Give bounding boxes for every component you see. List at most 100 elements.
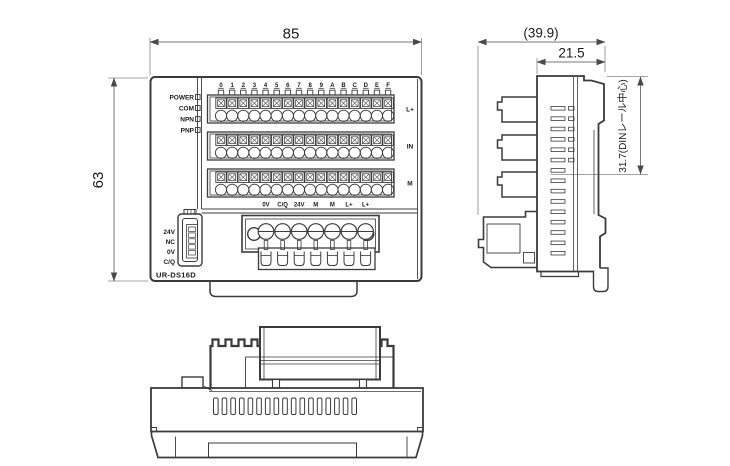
push-in-contact — [215, 134, 227, 146]
vent-slot — [550, 106, 566, 111]
push-in-contact — [226, 134, 238, 146]
push-in-contact — [226, 171, 238, 183]
dimension-din-center: 31.7(DINレール中心) — [551, 76, 648, 175]
push-in-contact — [349, 97, 361, 109]
vent-slot — [308, 397, 314, 415]
channel-label: 4 — [264, 83, 268, 89]
vent-slot — [342, 397, 349, 415]
pnp-led — [195, 127, 201, 133]
wire-clamp — [310, 251, 322, 266]
side-terminal-3 — [496, 171, 537, 198]
connector-pin — [188, 244, 196, 250]
push-in-contact — [226, 97, 238, 109]
power-terminal-label: 0V — [262, 203, 269, 209]
channel-label: 3 — [253, 83, 257, 89]
side-terminal-2 — [496, 134, 537, 161]
push-in-contact — [326, 171, 339, 183]
status-label-pnp: PNP — [181, 128, 195, 135]
vent-slot — [238, 397, 245, 415]
side-view: 31.7(DINレール中心) — [477, 75, 648, 293]
vent-slot — [550, 188, 566, 194]
terminal-hole — [382, 146, 395, 159]
vent-slot — [550, 137, 566, 142]
vent-slot — [316, 397, 323, 415]
push-in-contact — [304, 134, 316, 146]
wire-clamp — [343, 251, 355, 266]
vent-slot — [325, 397, 332, 415]
side-vent-slots — [550, 106, 575, 256]
vent-slot — [256, 397, 262, 415]
power-terminal-label: 24V — [294, 203, 305, 209]
vent-slot — [550, 126, 566, 132]
vent-slot — [550, 178, 566, 183]
push-in-contact — [326, 134, 339, 146]
push-in-contact — [237, 134, 249, 146]
push-in-contact — [371, 171, 383, 183]
power-terminal-label: M — [330, 203, 335, 209]
push-in-contact — [259, 97, 272, 109]
channel-label: D — [364, 83, 369, 89]
pin-label-0v: 0V — [167, 249, 176, 256]
io-connector — [177, 209, 203, 267]
power-terminal-label: L+ — [345, 203, 353, 209]
vent-slot — [334, 397, 340, 415]
push-in-contact — [215, 171, 227, 183]
push-in-contact — [304, 97, 316, 109]
side-housing-outline — [536, 75, 607, 273]
push-in-contact — [282, 134, 294, 146]
vent-slot — [247, 397, 254, 415]
pin-label-24v: 24V — [163, 229, 175, 236]
channel-label: F — [386, 83, 390, 89]
block-foot-left — [271, 378, 281, 389]
push-in-contact — [382, 134, 394, 146]
left-latch-tab — [181, 376, 204, 389]
clamp-cover — [257, 247, 376, 271]
push-in-contact — [271, 171, 283, 183]
connector-pin-labels: 24V NC 0V C/Q — [163, 229, 175, 266]
vent-slot — [550, 230, 566, 235]
pin-label-nc: NC — [166, 239, 176, 246]
push-in-contact — [315, 97, 327, 109]
power-terminal-label: L+ — [362, 203, 370, 209]
dim-total-depth-label: (39.9) — [523, 26, 558, 41]
pin-label-cq: C/Q — [163, 259, 175, 266]
com-led — [195, 105, 201, 111]
channel-label: 5 — [275, 83, 279, 89]
channel-label: 9 — [320, 83, 324, 89]
vent-slot — [351, 397, 357, 415]
terminal-hole — [382, 183, 395, 196]
npn-led — [195, 116, 201, 122]
status-label-power: POWER — [169, 95, 194, 102]
dimension-body-depth: 21.5 — [536, 46, 606, 74]
status-indicators: POWER COM NPN PNP — [169, 94, 201, 135]
push-in-contact — [360, 134, 372, 146]
connector-pin — [188, 250, 196, 256]
block-foot-right — [358, 378, 368, 389]
wire-clamp — [360, 251, 372, 266]
power-led — [195, 94, 201, 100]
terminal-block-bottom — [259, 326, 381, 381]
row-label-lplus: L+ — [406, 107, 414, 114]
vent-slot — [550, 250, 566, 256]
vent-slot — [550, 147, 566, 152]
channel-label: 2 — [242, 83, 246, 89]
vent-slot — [299, 397, 306, 415]
vent-slot — [550, 168, 566, 173]
push-in-contact — [215, 97, 227, 109]
push-in-contact — [248, 171, 261, 183]
side-screw-block — [477, 210, 537, 269]
channel-label: 1 — [230, 83, 234, 89]
channel-label: A — [330, 83, 335, 89]
side-foot — [540, 271, 580, 278]
push-in-contact — [282, 171, 294, 183]
vent-slot — [550, 116, 566, 121]
channel-label: 6 — [286, 83, 290, 89]
push-in-contact — [337, 134, 350, 146]
push-in-contact — [259, 134, 272, 146]
connector-pin — [188, 226, 196, 232]
push-in-contact — [349, 134, 361, 146]
push-in-contact — [382, 97, 394, 109]
